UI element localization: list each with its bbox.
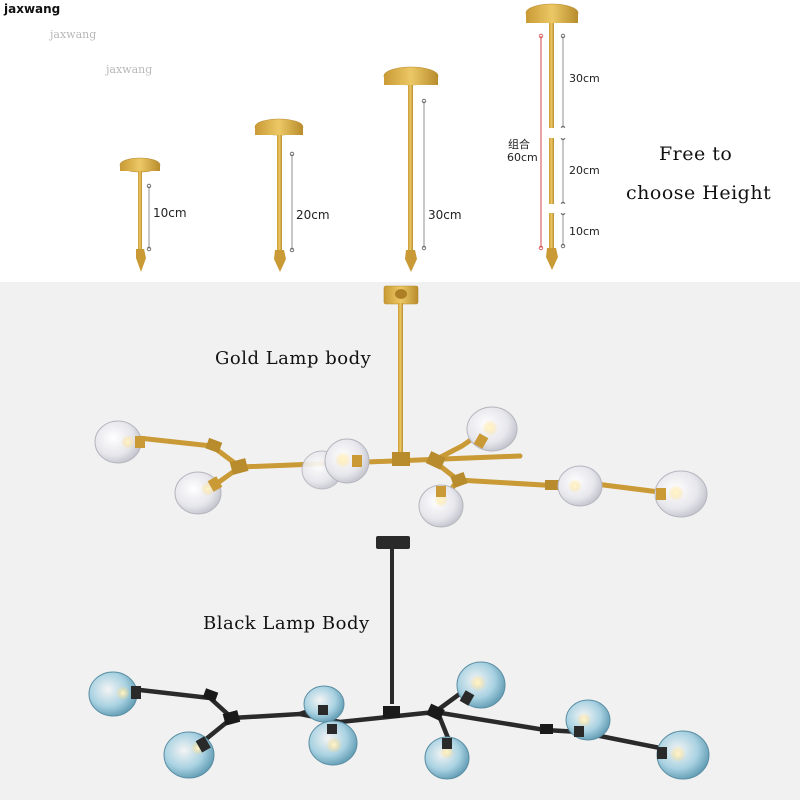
globe-blue	[308, 720, 358, 766]
globe-blue	[303, 685, 345, 723]
dimension-label-10cm: 10cm	[153, 206, 187, 220]
globe-clear	[466, 406, 518, 452]
headline-line-2: choose Height	[626, 182, 772, 204]
globe-clear	[654, 470, 708, 518]
globe-blue	[163, 731, 215, 779]
watermark-text: jaxwang	[50, 28, 97, 41]
watermark-text: jaxwang	[106, 63, 153, 76]
black-chandelier	[137, 536, 663, 751]
black-lamp-label: Black Lamp Body	[203, 613, 370, 634]
rod-20cm	[254, 118, 304, 272]
gold-lamp-label: Gold Lamp body	[215, 348, 372, 369]
globe-clear	[174, 471, 223, 515]
combo-total-value: 60cm	[507, 151, 538, 164]
headline-line-1: Free to	[659, 143, 733, 165]
dimension-label-30cm: 30cm	[428, 208, 462, 222]
combo-dimension-bottom: 10cm	[569, 225, 600, 238]
gold-lamp-globes	[94, 406, 708, 528]
globe-blue	[456, 661, 506, 709]
dimension-label-20cm: 20cm	[296, 208, 330, 222]
globe-clear	[94, 420, 145, 464]
black-lamp-globes	[88, 661, 710, 780]
globe-blue	[424, 736, 470, 780]
globe-blue	[88, 671, 141, 717]
globe-blue	[565, 699, 611, 741]
rod-combination-60cm	[525, 3, 579, 270]
combo-dimension-top: 30cm	[569, 72, 600, 85]
globe-clear	[324, 438, 370, 484]
combo-total-label: 组合	[508, 138, 530, 151]
combo-dimension-middle: 20cm	[569, 164, 600, 177]
rod-30cm	[383, 66, 439, 272]
globe-clear	[557, 465, 603, 507]
globe-clear	[418, 484, 464, 528]
brand-watermark: jaxwang	[4, 2, 61, 16]
rod-10cm	[119, 157, 161, 272]
globe-blue	[656, 730, 710, 780]
